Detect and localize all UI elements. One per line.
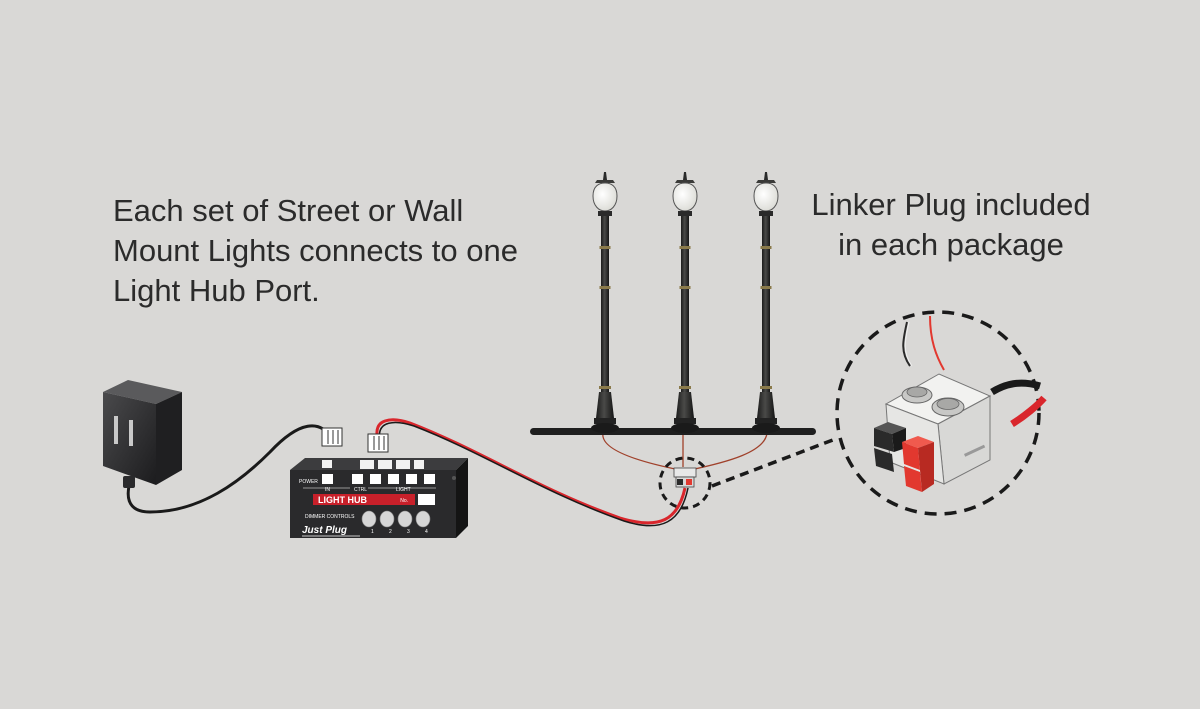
dimmer-knob-4 <box>415 510 431 528</box>
hub-light-label: LIGHT <box>396 487 411 493</box>
street-lamp-icon <box>591 172 619 433</box>
street-lamp-icon <box>752 172 780 433</box>
power-adapter-icon <box>103 380 182 488</box>
adapter-prong-1 <box>114 416 118 444</box>
hub-power-label: POWER <box>299 479 318 485</box>
linker-plug-icon <box>835 310 1047 516</box>
street-lamp-3 <box>752 172 780 433</box>
hub-black-cable <box>378 421 689 527</box>
connector-plug-light <box>367 433 389 453</box>
knob-number-1: 1 <box>371 529 374 535</box>
linker-highlight-small <box>658 456 712 510</box>
cables <box>126 418 768 527</box>
knob-number-2: 2 <box>389 529 392 535</box>
caption-left-line-2: Mount Lights connects to one <box>113 233 518 268</box>
lamp-wire-3 <box>689 432 768 471</box>
hub-brand: Just Plug <box>302 525 347 536</box>
hub-name: LIGHT HUB <box>318 495 367 505</box>
linker-plug-small <box>673 467 697 488</box>
street-lamp-icon <box>671 172 699 433</box>
street-lamp-1 <box>591 172 619 433</box>
dimmer-knob-3 <box>397 510 413 528</box>
dimmer-knob-1 <box>361 510 377 528</box>
adapter-cable <box>126 424 334 514</box>
lamp-wire-1 <box>602 432 681 471</box>
hub-in-label: IN <box>325 487 330 493</box>
knob-number-4: 4 <box>425 529 428 535</box>
dimmer-knobs: 1 2 3 4 <box>361 510 431 535</box>
hub-no-label: No. <box>400 498 408 504</box>
adapter-prong-2 <box>129 420 133 446</box>
caption-left-line-3: Light Hub Port. <box>113 273 320 308</box>
hub-red-cable <box>375 418 687 525</box>
street-lamp-2 <box>671 172 699 433</box>
caption-left-line-1: Each set of Street or Wall <box>113 193 464 228</box>
caption-right: Linker Plug included in each package <box>790 185 1112 265</box>
caption-right-line-1: Linker Plug included <box>811 187 1091 222</box>
hub-dimmer-label: DIMMER CONTROLS <box>305 514 355 520</box>
light-hub-device: POWER IN CTRL LIGHT LIGHT HUB No. DIMMER… <box>290 458 468 538</box>
linker-callout-circle <box>835 310 1041 516</box>
knob-number-3: 3 <box>407 529 410 535</box>
dimmer-knob-2 <box>379 510 395 528</box>
caption-left: Each set of Street or Wall Mount Lights … <box>113 191 518 311</box>
hub-ctrl-label: CTRL <box>354 487 367 493</box>
callout-leader-line <box>711 436 839 488</box>
connector-plug-in <box>321 427 343 447</box>
caption-right-line-2: in each package <box>838 227 1064 262</box>
